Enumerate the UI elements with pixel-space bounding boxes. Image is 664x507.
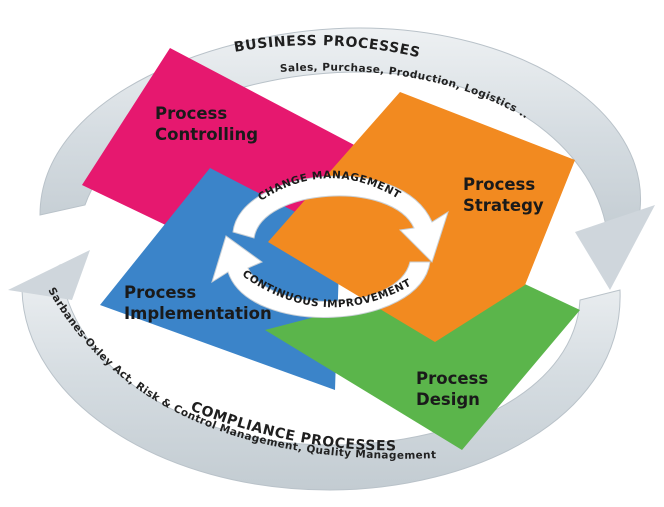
- svg-text:Strategy: Strategy: [463, 196, 544, 215]
- svg-text:Process: Process: [124, 283, 196, 302]
- svg-text:Implementation: Implementation: [124, 304, 272, 323]
- svg-text:Process: Process: [416, 369, 488, 388]
- center-cycle-ring: [211, 175, 449, 318]
- ring-top-arrow: [232, 175, 449, 263]
- svg-text:Process: Process: [463, 175, 535, 194]
- svg-text:Process: Process: [155, 104, 227, 123]
- process-strategy-label: Process Strategy: [463, 175, 544, 215]
- svg-text:Controlling: Controlling: [155, 125, 258, 144]
- ring-bottom-arrow: [211, 235, 431, 318]
- process-design-label: Process Design: [416, 369, 488, 409]
- svg-text:Design: Design: [416, 390, 480, 409]
- process-implementation-label: Process Implementation: [124, 283, 272, 323]
- process-controlling-label: Process Controlling: [155, 104, 258, 144]
- business-arc-arrowhead: [575, 205, 655, 290]
- compliance-arc-arrowhead: [8, 250, 90, 300]
